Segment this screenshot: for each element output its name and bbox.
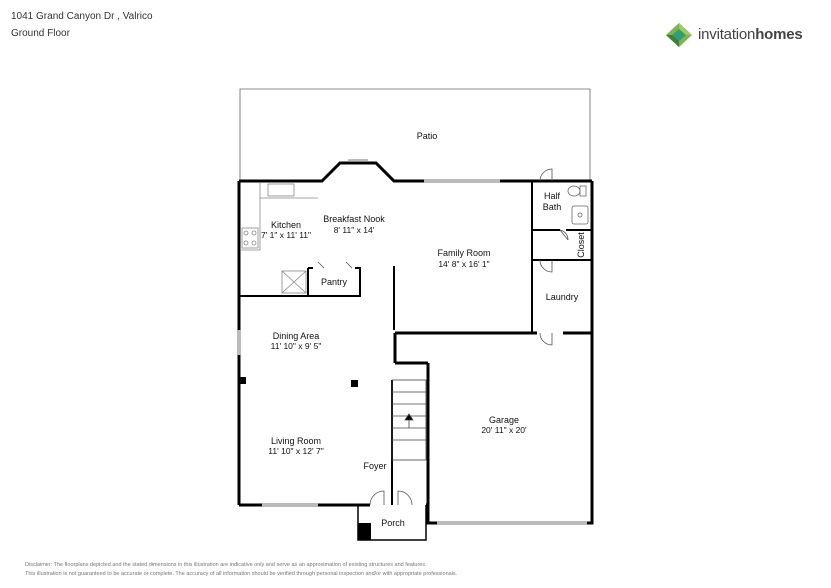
living-room-label: Living Room	[271, 436, 321, 446]
patio-outline	[239, 88, 591, 181]
door-swings	[317, 168, 569, 506]
kitchen-counters	[241, 183, 318, 294]
breakfast-nook-label: Breakfast Nook	[323, 214, 385, 224]
column-center	[351, 380, 358, 387]
disclaimer-line-2: This illustration is not guaranteed to b…	[25, 571, 458, 577]
closet-label: Closet	[576, 232, 586, 258]
bath-fixtures	[567, 185, 589, 225]
floor-label: Ground Floor	[11, 28, 70, 39]
stairs	[391, 379, 427, 461]
breakfast-nook-dims: 8' 11" x 14'	[334, 225, 375, 235]
porch-outline	[357, 505, 427, 541]
garage-label: Garage	[489, 415, 519, 425]
interior-walls	[239, 181, 592, 505]
dining-area-dims: 11' 10" x 9' 5"	[271, 341, 322, 351]
porch-column	[358, 523, 371, 540]
exterior-walls	[237, 161, 594, 525]
garage-dims: 20' 11" x 20'	[481, 425, 527, 435]
dining-area-label: Dining Area	[273, 331, 320, 341]
patio-label: Patio	[417, 131, 438, 141]
foyer-label: Foyer	[363, 461, 386, 471]
half-bath-label-1: Half	[544, 191, 561, 201]
property-address: 1041 Grand Canyon Dr , Valrico	[11, 11, 153, 22]
family-room-dims: 14' 8" x 16' 1"	[438, 259, 489, 269]
living-room-dims: 11' 10" x 12' 7"	[268, 446, 323, 456]
windows	[237, 159, 587, 525]
kitchen-dims: 7' 1" x 11' 11"	[261, 230, 311, 240]
pantry-label: Pantry	[321, 277, 348, 287]
column-left	[239, 377, 246, 384]
laundry-label: Laundry	[546, 292, 579, 302]
diamond-cube-logo-icon	[666, 23, 692, 47]
brand-logo: invitationhomes	[664, 22, 824, 52]
brand-wordmark: invitationhomes	[698, 26, 803, 43]
kitchen-label: Kitchen	[271, 220, 301, 230]
half-bath-label-2: Bath	[543, 202, 562, 212]
porch-label: Porch	[381, 518, 405, 528]
family-room-label: Family Room	[437, 248, 490, 258]
disclaimer-line-1: Disclaimer: The floorplans depicted and …	[25, 562, 427, 568]
